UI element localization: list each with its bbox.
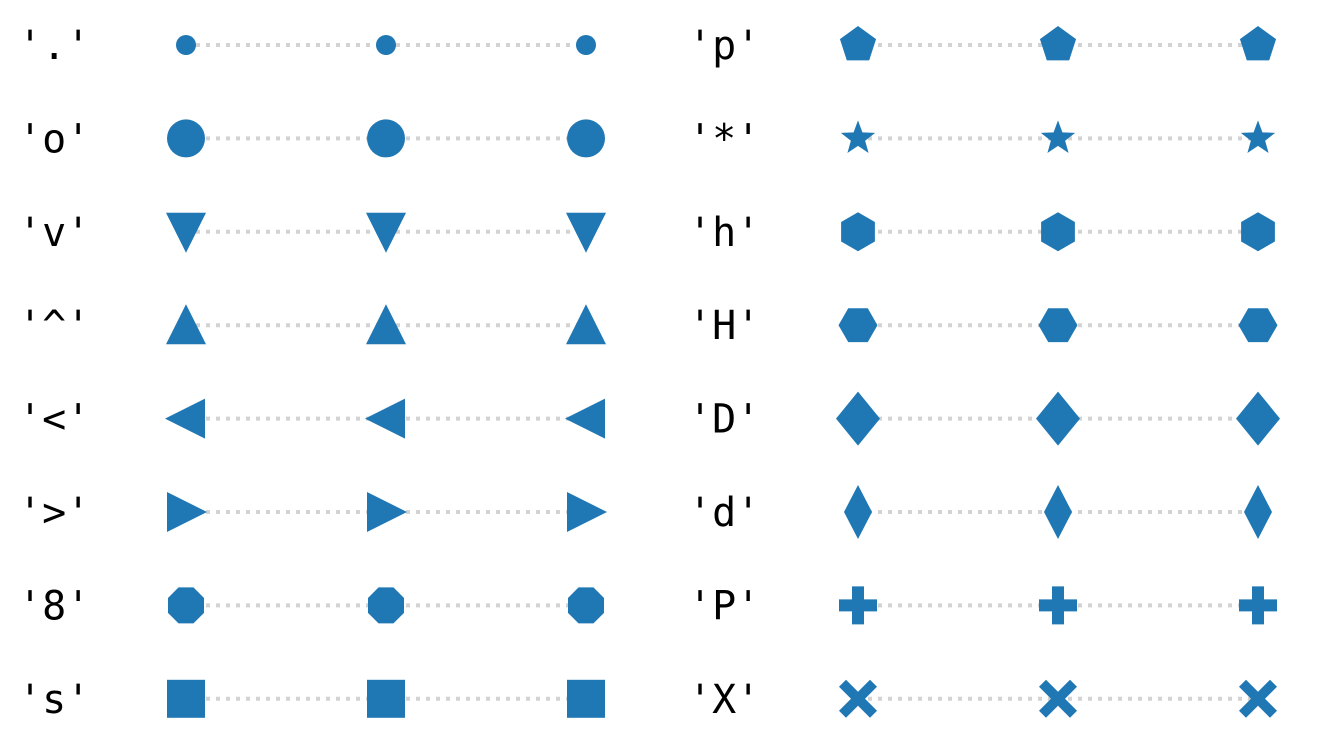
marker-label: 'p' <box>688 23 760 69</box>
marker-label: 's' <box>18 677 90 723</box>
marker-pentagon <box>839 26 877 61</box>
marker-thin-diamond <box>1244 485 1272 539</box>
marker-triangle-left <box>565 398 605 439</box>
marker-row-pentagon: 'p' <box>688 23 1277 69</box>
marker-row-triangle-right: '>' <box>18 490 607 536</box>
marker-thin-diamond <box>1044 485 1072 539</box>
marker-hexagon2 <box>838 308 878 343</box>
marker-row-x-filled: 'X' <box>688 677 1277 723</box>
marker-row-octagon: '8' <box>18 583 605 629</box>
marker-label: '<' <box>18 397 90 443</box>
marker-row-diamond: 'D' <box>688 391 1280 446</box>
marker-triangle-down <box>166 212 206 253</box>
marker-label: '^' <box>18 303 90 349</box>
marker-row-circle: 'o' <box>18 116 605 162</box>
marker-star <box>1040 120 1076 153</box>
marker-plus-filled <box>1239 586 1277 625</box>
marker-plus-filled <box>1039 586 1077 625</box>
marker-diamond <box>1236 391 1280 446</box>
marker-row-star: '*' <box>688 116 1276 162</box>
marker-triangle-right <box>567 492 607 532</box>
marker-hexagon1 <box>1241 212 1275 252</box>
marker-x-filled <box>1039 679 1077 718</box>
marker-pentagon <box>1039 26 1077 61</box>
marker-triangle-right <box>167 492 207 532</box>
marker-hexagon2 <box>1038 308 1078 343</box>
marker-octagon <box>367 587 405 624</box>
marker-label: '*' <box>688 116 760 162</box>
marker-triangle-right <box>367 492 407 532</box>
marker-plus-filled <box>839 586 877 625</box>
marker-point <box>576 35 596 55</box>
marker-triangle-up <box>566 304 606 345</box>
marker-label: 'X' <box>688 677 760 723</box>
marker-pentagon <box>1239 26 1277 61</box>
marker-label: 'D' <box>688 397 760 443</box>
marker-label: '.' <box>18 23 90 69</box>
marker-square <box>167 679 205 718</box>
marker-diamond <box>1036 391 1080 446</box>
marker-row-plus-filled: 'P' <box>688 583 1277 629</box>
marker-triangle-left <box>165 398 205 439</box>
marker-star <box>840 120 876 153</box>
marker-x-filled <box>839 679 877 718</box>
marker-star <box>1240 120 1276 153</box>
marker-octagon <box>167 587 205 624</box>
marker-triangle-up <box>366 304 406 345</box>
marker-label: '8' <box>18 583 90 629</box>
marker-label: '>' <box>18 490 90 536</box>
marker-square <box>567 679 605 718</box>
marker-square <box>367 679 405 718</box>
marker-row-triangle-left: '<' <box>18 397 605 443</box>
marker-hexagon1 <box>1041 212 1075 252</box>
marker-row-thin-diamond: 'd' <box>688 485 1272 539</box>
marker-circle <box>167 119 205 158</box>
marker-triangle-down <box>366 212 406 253</box>
marker-triangle-down <box>566 212 606 253</box>
marker-circle <box>367 119 405 158</box>
marker-x-filled <box>1239 679 1277 718</box>
marker-label: 'h' <box>688 210 760 256</box>
marker-row-triangle-down: 'v' <box>18 210 606 256</box>
marker-circle <box>567 119 605 158</box>
marker-row-square: 's' <box>18 677 605 723</box>
marker-label: 'H' <box>688 303 760 349</box>
marker-diamond <box>836 391 880 446</box>
marker-point <box>376 35 396 55</box>
marker-hexagon2 <box>1238 308 1278 343</box>
marker-label: 'P' <box>688 583 760 629</box>
marker-row-hexagon1: 'h' <box>688 210 1275 256</box>
marker-triangle-left <box>365 398 405 439</box>
marker-thin-diamond <box>844 485 872 539</box>
marker-hexagon1 <box>841 212 875 252</box>
marker-octagon <box>567 587 605 624</box>
marker-point <box>176 35 196 55</box>
marker-row-point: '.' <box>18 23 596 69</box>
marker-label: 'v' <box>18 210 90 256</box>
marker-row-triangle-up: '^' <box>18 303 606 349</box>
marker-label: 'o' <box>18 116 90 162</box>
marker-triangle-up <box>166 304 206 345</box>
marker-label: 'd' <box>688 490 760 536</box>
marker-row-hexagon2: 'H' <box>688 303 1278 349</box>
